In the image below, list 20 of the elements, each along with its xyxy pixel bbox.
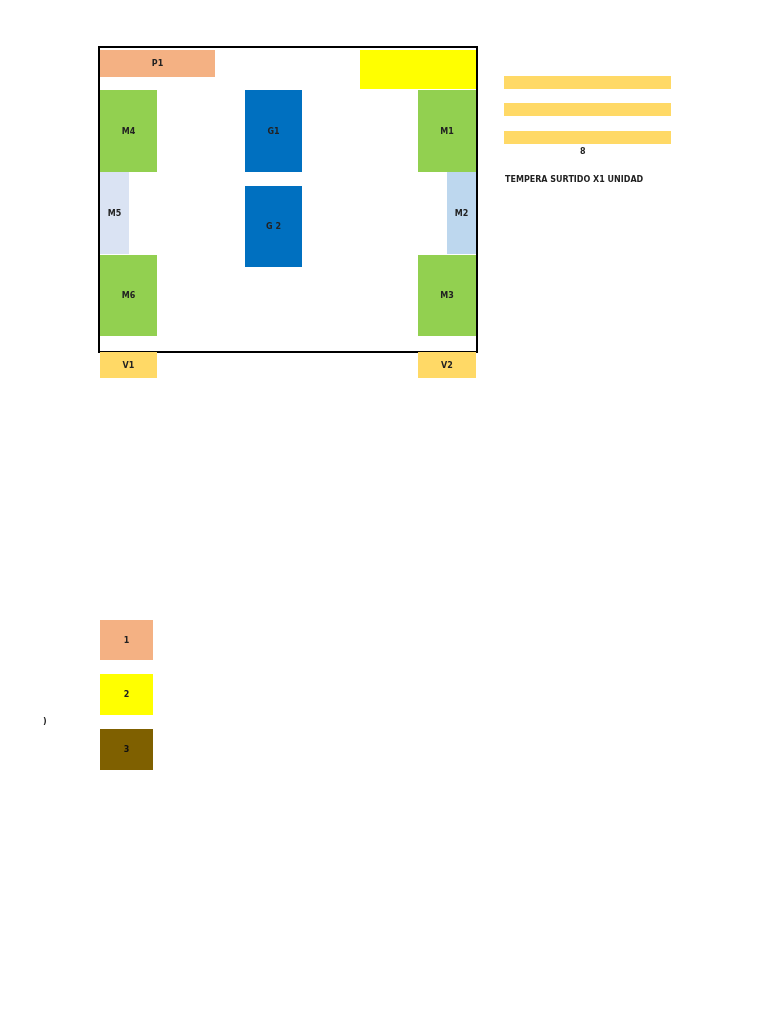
zone-block: M2	[447, 172, 476, 254]
zone-block	[360, 50, 476, 89]
zone-block: G 2	[245, 186, 302, 267]
zone-block: V1	[100, 352, 157, 378]
shelf-bar	[504, 131, 671, 144]
zone-block: G1	[245, 90, 302, 172]
note-mark: )	[43, 717, 47, 726]
shelf-bar	[504, 76, 671, 89]
item-label: TEMPERA SURTIDO X1 UNIDAD	[505, 175, 644, 184]
key-block: 2	[100, 674, 153, 715]
zone-block: V2	[418, 352, 476, 378]
key-block: 3	[100, 729, 153, 770]
shelf-bar	[504, 103, 671, 116]
zone-block: M3	[418, 255, 476, 336]
key-block: 1	[100, 620, 153, 660]
zone-block: M4	[100, 90, 157, 172]
zone-block: M6	[100, 255, 157, 336]
zone-block: M1	[418, 90, 476, 172]
zone-block: M5	[100, 172, 129, 254]
zone-block: P1	[100, 50, 215, 77]
